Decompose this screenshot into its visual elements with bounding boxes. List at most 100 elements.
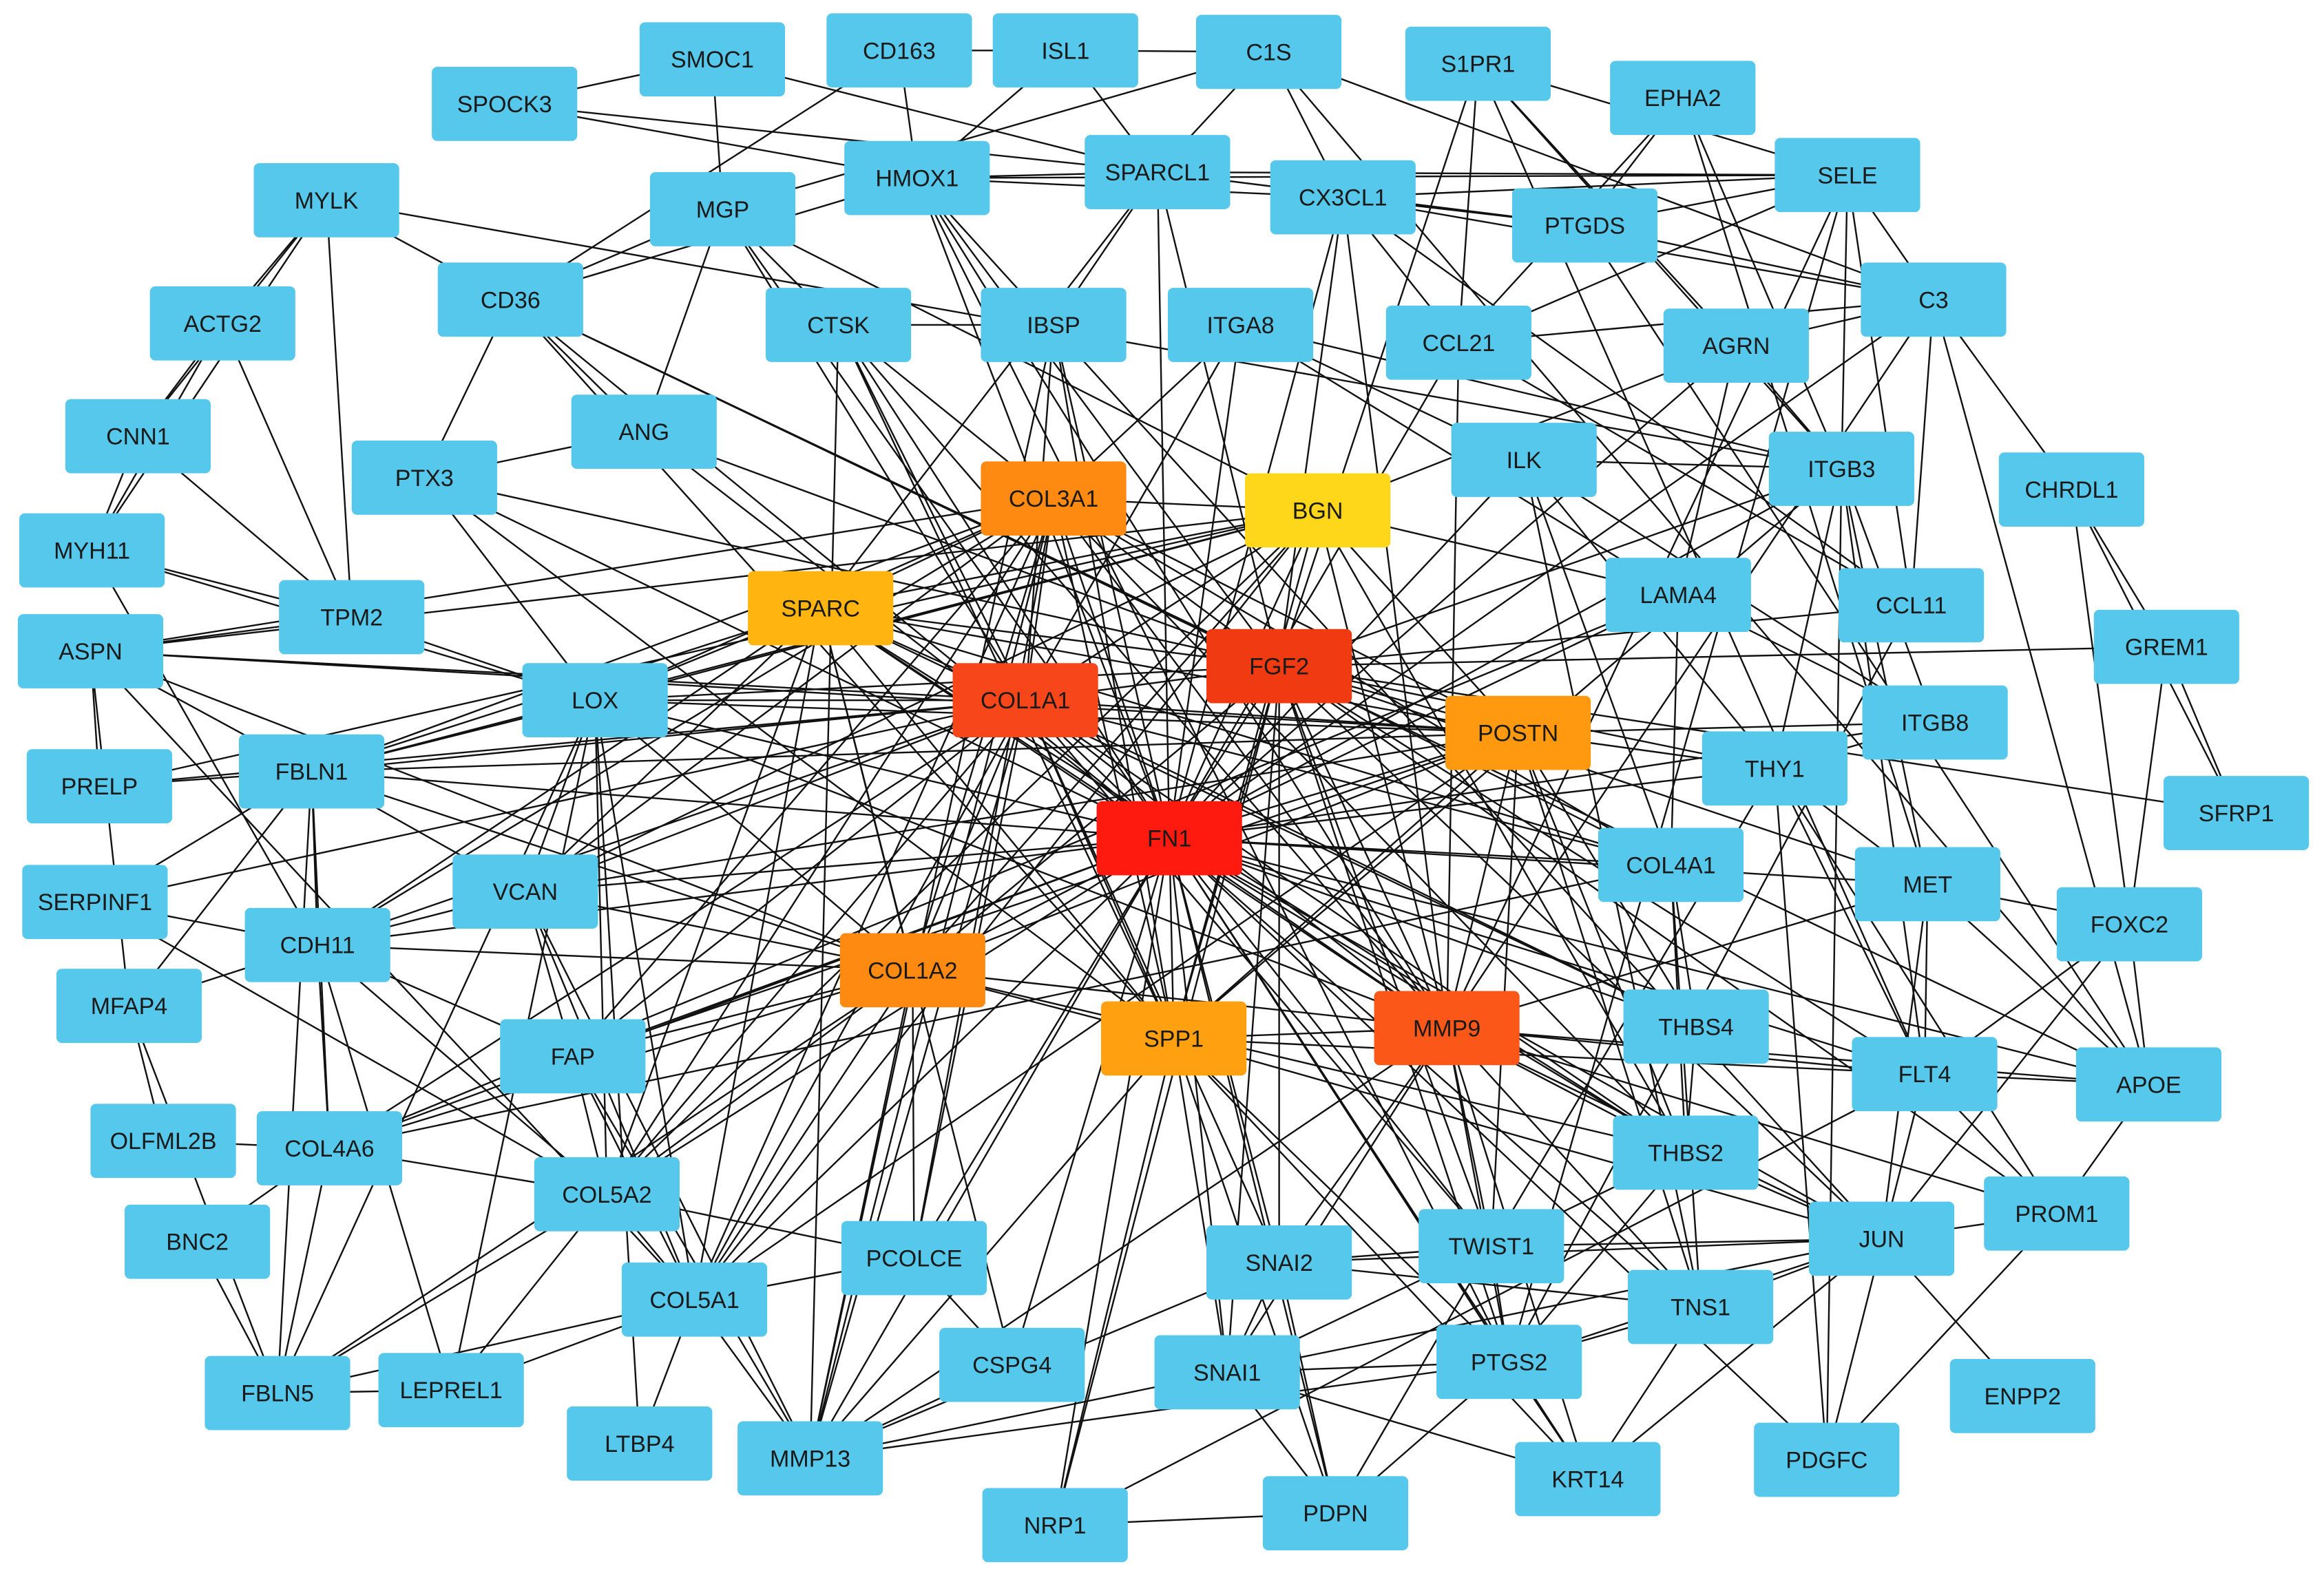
node-box-krt14[interactable] <box>1515 1442 1661 1517</box>
node-lama4[interactable]: LAMA4 <box>1605 558 1751 633</box>
node-box-itgb3[interactable] <box>1768 432 1914 506</box>
node-box-sparcl1[interactable] <box>1085 135 1231 209</box>
node-smoc1[interactable]: SMOC1 <box>639 22 785 97</box>
node-box-isl1[interactable] <box>992 13 1138 88</box>
node-box-cd163[interactable] <box>826 13 972 88</box>
node-box-nrp1[interactable] <box>982 1488 1128 1563</box>
node-box-myh11[interactable] <box>19 513 165 588</box>
node-box-ltbp4[interactable] <box>567 1406 713 1481</box>
node-box-col1a1[interactable] <box>952 663 1098 738</box>
node-box-prelp[interactable] <box>26 749 172 824</box>
node-box-met[interactable] <box>1854 847 2000 922</box>
node-box-postn[interactable] <box>1445 695 1591 770</box>
node-box-bgn[interactable] <box>1245 473 1391 548</box>
node-postn[interactable]: POSTN <box>1445 695 1591 770</box>
node-chrdl1[interactable]: CHRDL1 <box>1998 452 2144 527</box>
node-box-agrn[interactable] <box>1663 308 1809 383</box>
node-hmox1[interactable]: HMOX1 <box>844 140 990 215</box>
node-jun[interactable]: JUN <box>1808 1201 1955 1276</box>
node-col5a2[interactable]: COL5A2 <box>534 1157 680 1232</box>
node-box-sparc[interactable] <box>748 571 894 646</box>
node-fbln5[interactable]: FBLN5 <box>205 1356 350 1431</box>
node-box-enpp2[interactable] <box>1949 1358 2095 1433</box>
node-sfrp1[interactable]: SFRP1 <box>2163 776 2310 850</box>
node-box-serpinf1[interactable] <box>22 865 168 940</box>
node-box-c1s[interactable] <box>1195 14 1342 89</box>
node-ccl11[interactable]: CCL11 <box>1839 568 1985 643</box>
node-box-fap[interactable] <box>500 1019 646 1094</box>
node-box-foxc2[interactable] <box>2056 887 2203 962</box>
node-box-mgp[interactable] <box>649 171 796 246</box>
node-box-ptgs2[interactable] <box>1436 1325 1582 1400</box>
node-ltbp4[interactable]: LTBP4 <box>567 1406 713 1481</box>
node-box-fgf2[interactable] <box>1206 629 1352 704</box>
node-col4a6[interactable]: COL4A6 <box>256 1111 403 1185</box>
node-box-twist1[interactable] <box>1419 1209 1564 1284</box>
node-s1pr1[interactable]: S1PR1 <box>1405 26 1551 101</box>
node-box-hmox1[interactable] <box>844 140 990 215</box>
node-mgp[interactable]: MGP <box>649 171 796 246</box>
node-ilk[interactable]: ILK <box>1451 423 1597 497</box>
node-box-sele[interactable] <box>1775 138 1920 213</box>
node-box-cd36[interactable] <box>437 262 583 337</box>
node-apoe[interactable]: APOE <box>2075 1047 2222 1122</box>
node-box-pdpn[interactable] <box>1262 1476 1409 1550</box>
node-col1a2[interactable]: COL1A2 <box>839 933 985 1008</box>
node-pdpn[interactable]: PDPN <box>1262 1476 1409 1550</box>
node-box-chrdl1[interactable] <box>1998 452 2144 527</box>
node-box-fbln1[interactable] <box>238 734 385 809</box>
node-snai2[interactable]: SNAI2 <box>1206 1225 1352 1300</box>
node-fn1[interactable]: FN1 <box>1096 801 1242 876</box>
node-itgb8[interactable]: ITGB8 <box>1862 685 2008 760</box>
node-olfml2b[interactable]: OLFML2B <box>90 1104 236 1179</box>
node-box-pcolce[interactable] <box>841 1221 987 1296</box>
node-thy1[interactable]: THY1 <box>1702 731 1847 806</box>
node-box-col5a1[interactable] <box>621 1262 768 1337</box>
node-col4a1[interactable]: COL4A1 <box>1598 827 1744 903</box>
node-grem1[interactable]: GREM1 <box>2093 609 2239 684</box>
node-ang[interactable]: ANG <box>571 394 717 469</box>
node-tpm2[interactable]: TPM2 <box>279 580 425 655</box>
node-box-fn1[interactable] <box>1096 801 1242 876</box>
node-foxc2[interactable]: FOXC2 <box>2056 887 2203 962</box>
node-box-spp1[interactable] <box>1101 1001 1247 1076</box>
node-met[interactable]: MET <box>1854 847 2000 922</box>
node-box-ang[interactable] <box>571 394 717 469</box>
node-box-jun[interactable] <box>1808 1201 1955 1276</box>
node-cd163[interactable]: CD163 <box>826 13 972 88</box>
node-box-ccl11[interactable] <box>1839 568 1985 643</box>
node-col1a1[interactable]: COL1A1 <box>952 663 1098 738</box>
node-box-lox[interactable] <box>522 663 668 738</box>
node-ptx3[interactable]: PTX3 <box>351 441 497 515</box>
node-bnc2[interactable]: BNC2 <box>125 1204 271 1279</box>
node-prelp[interactable]: PRELP <box>26 749 172 824</box>
node-sparc[interactable]: SPARC <box>748 571 894 646</box>
node-pcolce[interactable]: PCOLCE <box>841 1221 987 1296</box>
node-box-col4a1[interactable] <box>1598 827 1744 903</box>
node-box-snai1[interactable] <box>1154 1335 1300 1410</box>
node-nrp1[interactable]: NRP1 <box>982 1488 1128 1563</box>
node-box-spock3[interactable] <box>432 66 578 141</box>
node-box-pdgfc[interactable] <box>1754 1422 1900 1497</box>
node-box-thbs2[interactable] <box>1613 1115 1759 1190</box>
node-cnn1[interactable]: CNN1 <box>65 399 211 474</box>
node-box-vcan[interactable] <box>452 854 598 929</box>
node-box-leprel1[interactable] <box>378 1353 524 1428</box>
node-box-sfrp1[interactable] <box>2163 776 2310 850</box>
node-box-mmp13[interactable] <box>737 1421 883 1496</box>
node-cspg4[interactable]: CSPG4 <box>939 1327 1085 1402</box>
node-vcan[interactable]: VCAN <box>452 854 598 929</box>
node-cd36[interactable]: CD36 <box>437 262 583 337</box>
node-box-mylk[interactable] <box>253 163 399 238</box>
node-mmp9[interactable]: MMP9 <box>1374 991 1520 1066</box>
node-box-ctsk[interactable] <box>765 288 912 362</box>
node-box-col5a2[interactable] <box>534 1157 680 1232</box>
node-box-thbs4[interactable] <box>1623 989 1769 1064</box>
node-thbs2[interactable]: THBS2 <box>1613 1115 1759 1190</box>
node-mfap4[interactable]: MFAP4 <box>56 969 202 1043</box>
node-isl1[interactable]: ISL1 <box>992 13 1138 88</box>
node-col3a1[interactable]: COL3A1 <box>981 461 1127 536</box>
node-mmp13[interactable]: MMP13 <box>737 1421 883 1496</box>
node-serpinf1[interactable]: SERPINF1 <box>22 865 168 940</box>
node-box-fbln5[interactable] <box>205 1356 350 1431</box>
